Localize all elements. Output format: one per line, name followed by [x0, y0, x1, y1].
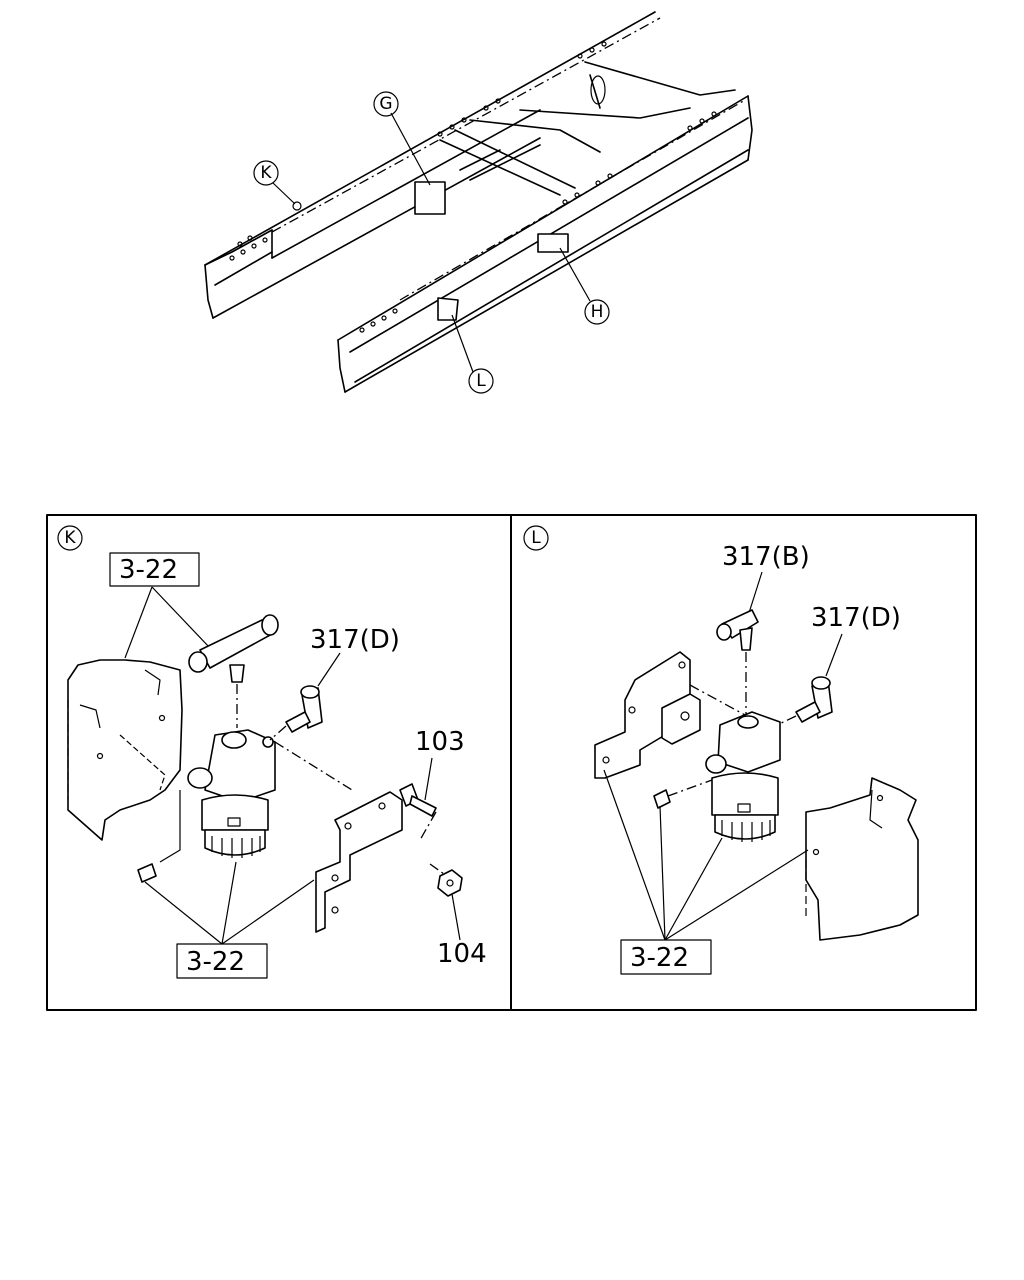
svg-text:H: H [591, 302, 604, 322]
label-104: 104 [437, 939, 487, 969]
mounting-bracket-l [594, 651, 746, 779]
fitting-317d-l [774, 676, 833, 727]
svg-text:K: K [260, 163, 272, 183]
t-connector-k [188, 614, 279, 728]
bracket-h-overview [537, 233, 569, 253]
chassis-frame-overview: G K H L [204, 11, 753, 394]
ref-label-k-top: 3-22 [119, 555, 178, 585]
callout-g: G [373, 91, 399, 117]
ref-label-k-bottom: 3-22 [186, 947, 245, 977]
ref-label-l-bottom: 3-22 [630, 943, 689, 973]
mounting-bracket-k [315, 791, 403, 933]
bolt-103 [399, 783, 437, 841]
svg-text:K: K [64, 528, 76, 548]
bracket-g-overview [414, 181, 446, 215]
fitting-317d-k [269, 685, 323, 741]
cross-members [439, 61, 736, 196]
filter-l-overview [437, 297, 459, 321]
label-103: 103 [415, 727, 465, 757]
fitting-317b [716, 609, 759, 716]
callout-l: L [468, 368, 494, 394]
filter-assembly-k [137, 729, 353, 883]
panel-k-letter: K [57, 525, 83, 551]
svg-text:L: L [476, 371, 486, 391]
svg-text:G: G [379, 94, 392, 114]
heat-shield-l [805, 777, 919, 941]
detail-panel-l: L 317(B) 317(D) [523, 525, 919, 975]
left-side-rail [204, 11, 661, 319]
nut-104 [429, 863, 463, 897]
panel-l-letter: L [523, 525, 549, 551]
label-317d-l: 317(D) [811, 603, 901, 633]
label-317b: 317(B) [722, 542, 810, 572]
detail-panel-k: K 3-22 [57, 525, 487, 979]
filter-assembly-l [653, 711, 781, 842]
svg-text:L: L [531, 528, 541, 548]
callout-k: K [253, 160, 279, 186]
heat-shield-k [67, 659, 183, 841]
label-317d-k: 317(D) [310, 625, 400, 655]
callout-h: H [584, 299, 610, 325]
